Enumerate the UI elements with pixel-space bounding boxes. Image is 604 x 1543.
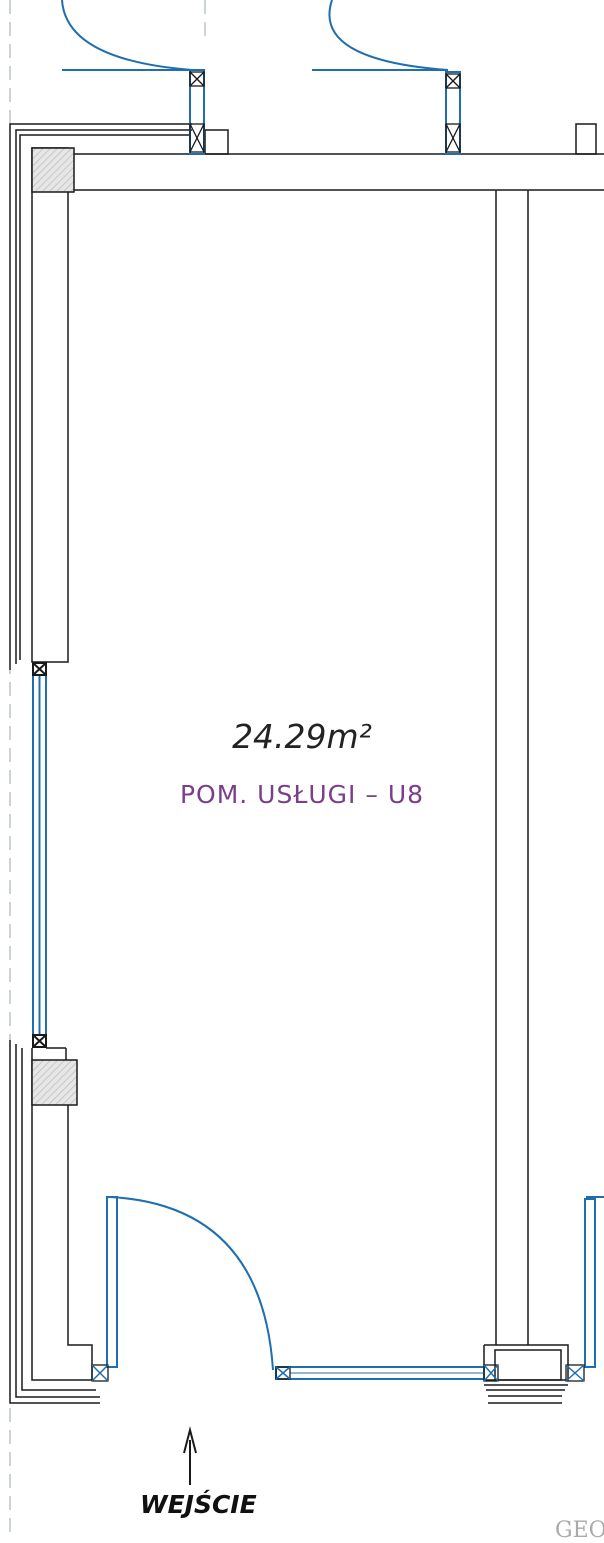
- right-wall: [483, 190, 569, 1404]
- entrance-arrow: [183, 1426, 197, 1485]
- left-window: [32, 662, 47, 1048]
- top-wall: [70, 123, 604, 191]
- column-hatch-bottom: [31, 1059, 78, 1106]
- right-door-partial: [565, 1196, 604, 1382]
- room-name-label: POM. USŁUGI – U8: [179, 780, 425, 809]
- left-wall-upper: [9, 123, 192, 670]
- top-door-right: [312, 0, 461, 155]
- left-wall-lower: [9, 1040, 100, 1404]
- cut-off-text: GEO: [555, 1518, 604, 1543]
- column-hatch-top: [31, 147, 75, 193]
- top-door-left: [61, 0, 205, 155]
- entrance-door: [91, 1196, 499, 1382]
- entrance-label: WEJŚCIE: [140, 1490, 257, 1519]
- room-area-label: 24.29m²: [232, 717, 372, 756]
